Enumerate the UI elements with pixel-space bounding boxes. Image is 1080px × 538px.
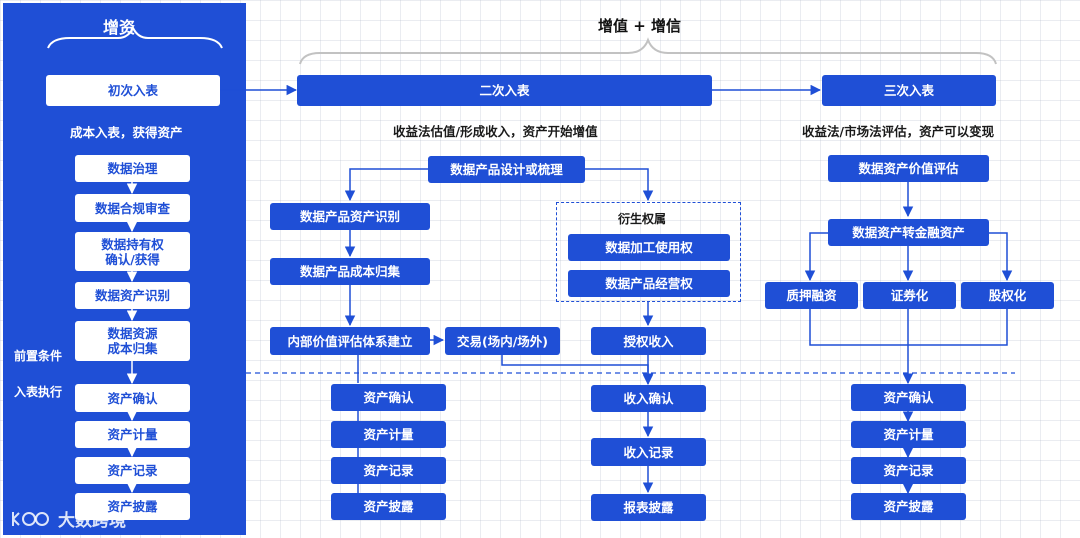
- third-entry-box: 三次入表: [822, 75, 996, 106]
- prereq-ownership-confirm: 数据持有权 确认/获得: [75, 232, 190, 271]
- left-exec-confirm: 资产确认: [75, 384, 190, 412]
- operating-right-box: 数据产品经营权: [568, 270, 730, 297]
- second-exec-confirm: 资产确认: [331, 384, 446, 411]
- third-exec-confirm: 资产确认: [851, 384, 966, 411]
- income-confirm-box: 收入确认: [591, 385, 706, 412]
- prereq-label: 前置条件: [14, 349, 63, 363]
- product-identify-box: 数据产品资产识别: [270, 203, 430, 230]
- watermark-logo-icon: [12, 511, 49, 526]
- prereq-asset-identify: 数据资产识别: [75, 282, 190, 309]
- income-record-box: 收入记录: [591, 438, 706, 466]
- prereq-compliance-review: 数据合规审查: [75, 194, 190, 222]
- third-entry-subtitle: 收益法/市场法评估，资产可以变现: [802, 124, 995, 139]
- license-income-box: 授权收入: [591, 327, 706, 355]
- product-cost-box: 数据产品成本归集: [270, 258, 430, 285]
- left-exec-disclose: 资产披露: [75, 493, 190, 520]
- title-increase-capital: 增资: [103, 18, 136, 37]
- processing-right-box: 数据加工使用权: [568, 234, 730, 261]
- third-exec-record: 资产记录: [851, 457, 966, 484]
- internal-valuation-box: 内部价值评估体系建立: [270, 327, 430, 355]
- left-exec-measure: 资产计量: [75, 421, 190, 448]
- title-value-credit: 增值 + 增信: [598, 17, 682, 35]
- asset-evaluate-box: 数据资产价值评估: [828, 155, 989, 182]
- second-exec-disclose: 资产披露: [331, 493, 446, 520]
- brace-left: [47, 25, 223, 49]
- second-entry-box: 二次入表: [297, 75, 712, 106]
- prereq-data-governance: 数据治理: [75, 155, 190, 182]
- third-exec-measure: 资产计量: [851, 421, 966, 448]
- equitization-box: 股权化: [961, 282, 1054, 309]
- product-design-box: 数据产品设计或梳理: [428, 156, 585, 183]
- convert-financial-box: 数据资产转金融资产: [828, 219, 989, 246]
- brace-right: [299, 37, 997, 65]
- first-entry-box: 初次入表: [46, 75, 220, 106]
- watermark: 大数跨境: [10, 506, 126, 531]
- watermark-text: 大数跨境: [58, 511, 126, 531]
- derived-rights-group: [556, 202, 741, 302]
- left-exec-record: 资产记录: [75, 457, 190, 484]
- first-entry-subtitle: 成本入表，获得资产: [70, 125, 183, 140]
- pledge-financing-box: 质押融资: [765, 282, 858, 309]
- exec-label: 入表执行: [14, 385, 63, 399]
- securitization-box: 证券化: [863, 282, 956, 309]
- derived-rights-title: 衍生权属: [618, 212, 667, 226]
- report-disclose-box: 报表披露: [591, 494, 706, 521]
- third-exec-disclose: 资产披露: [851, 493, 966, 520]
- second-exec-record: 资产记录: [331, 457, 446, 484]
- trade-box: 交易(场内/场外): [445, 327, 560, 355]
- second-exec-measure: 资产计量: [331, 421, 446, 448]
- second-entry-subtitle: 收益法估值/形成收入，资产开始增值: [393, 124, 598, 139]
- prereq-cost-collect: 数据资源 成本归集: [75, 321, 190, 361]
